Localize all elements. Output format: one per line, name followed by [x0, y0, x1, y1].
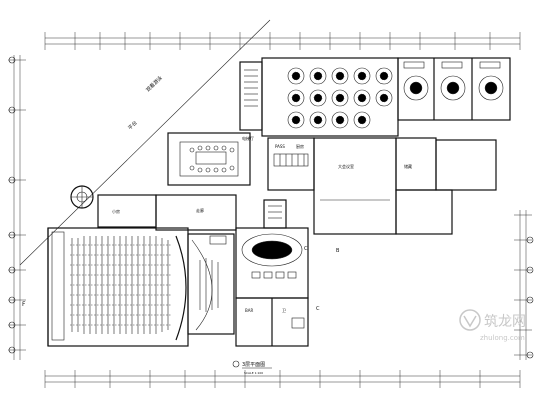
banquet-hall	[261, 57, 399, 137]
row-label: C	[304, 246, 308, 252]
bottom-right-label: C	[316, 306, 320, 312]
kitchen-block: PASS 厨房	[267, 137, 315, 191]
diagonal-boundary	[19, 19, 271, 266]
small-room-label: 小房	[112, 208, 120, 214]
drawing-title-block: 3层平面图 SCALE 1:100	[232, 360, 272, 375]
platform-annotation: 平台	[127, 119, 139, 131]
corridor-label: 走廊	[196, 207, 204, 213]
big-room-label: 大会议室	[338, 163, 354, 169]
axis-mark: B	[336, 248, 340, 254]
store-label: 储藏	[404, 163, 412, 169]
left-dimension-line	[8, 55, 26, 360]
conference-room	[167, 132, 251, 186]
stair-core	[239, 61, 263, 131]
spiral-stair	[70, 185, 94, 209]
bottom-small-rooms: BAR 卫	[235, 297, 309, 347]
watermark-cn: 筑龙网	[484, 314, 526, 330]
right-dimension-line	[514, 210, 532, 360]
watermark: 筑龙网 zhulong.com	[459, 309, 526, 342]
lift-hall-label: 电梯厅	[242, 135, 254, 141]
pass-label: PASS	[275, 144, 285, 149]
drawing-scale: SCALE 1:100	[244, 371, 263, 375]
central-stair	[263, 199, 287, 229]
side-label: F	[22, 301, 26, 308]
diagonal-label: 观看游泳	[145, 74, 164, 93]
private-dining	[397, 57, 511, 121]
watermark-en: zhulong.com	[480, 334, 525, 342]
auditorium	[47, 227, 189, 347]
drawing-title: 3层平面图	[242, 362, 265, 368]
kitchen-label: 厨房	[296, 143, 304, 149]
room-left-a	[97, 194, 157, 228]
room-right-c	[395, 189, 453, 235]
oval-dining-room	[235, 227, 309, 299]
axis-bubbles	[8, 56, 534, 359]
large-room: 大会议室	[313, 137, 397, 235]
room-right-a	[395, 137, 437, 191]
stage-room	[187, 233, 235, 335]
room-left-b	[155, 194, 237, 231]
top-dimension-line	[44, 32, 521, 50]
bar-label: BAR	[245, 308, 253, 313]
room-right-b	[435, 139, 497, 191]
bottom-dimension-line	[44, 370, 521, 388]
toilet-label: 卫	[282, 308, 286, 313]
